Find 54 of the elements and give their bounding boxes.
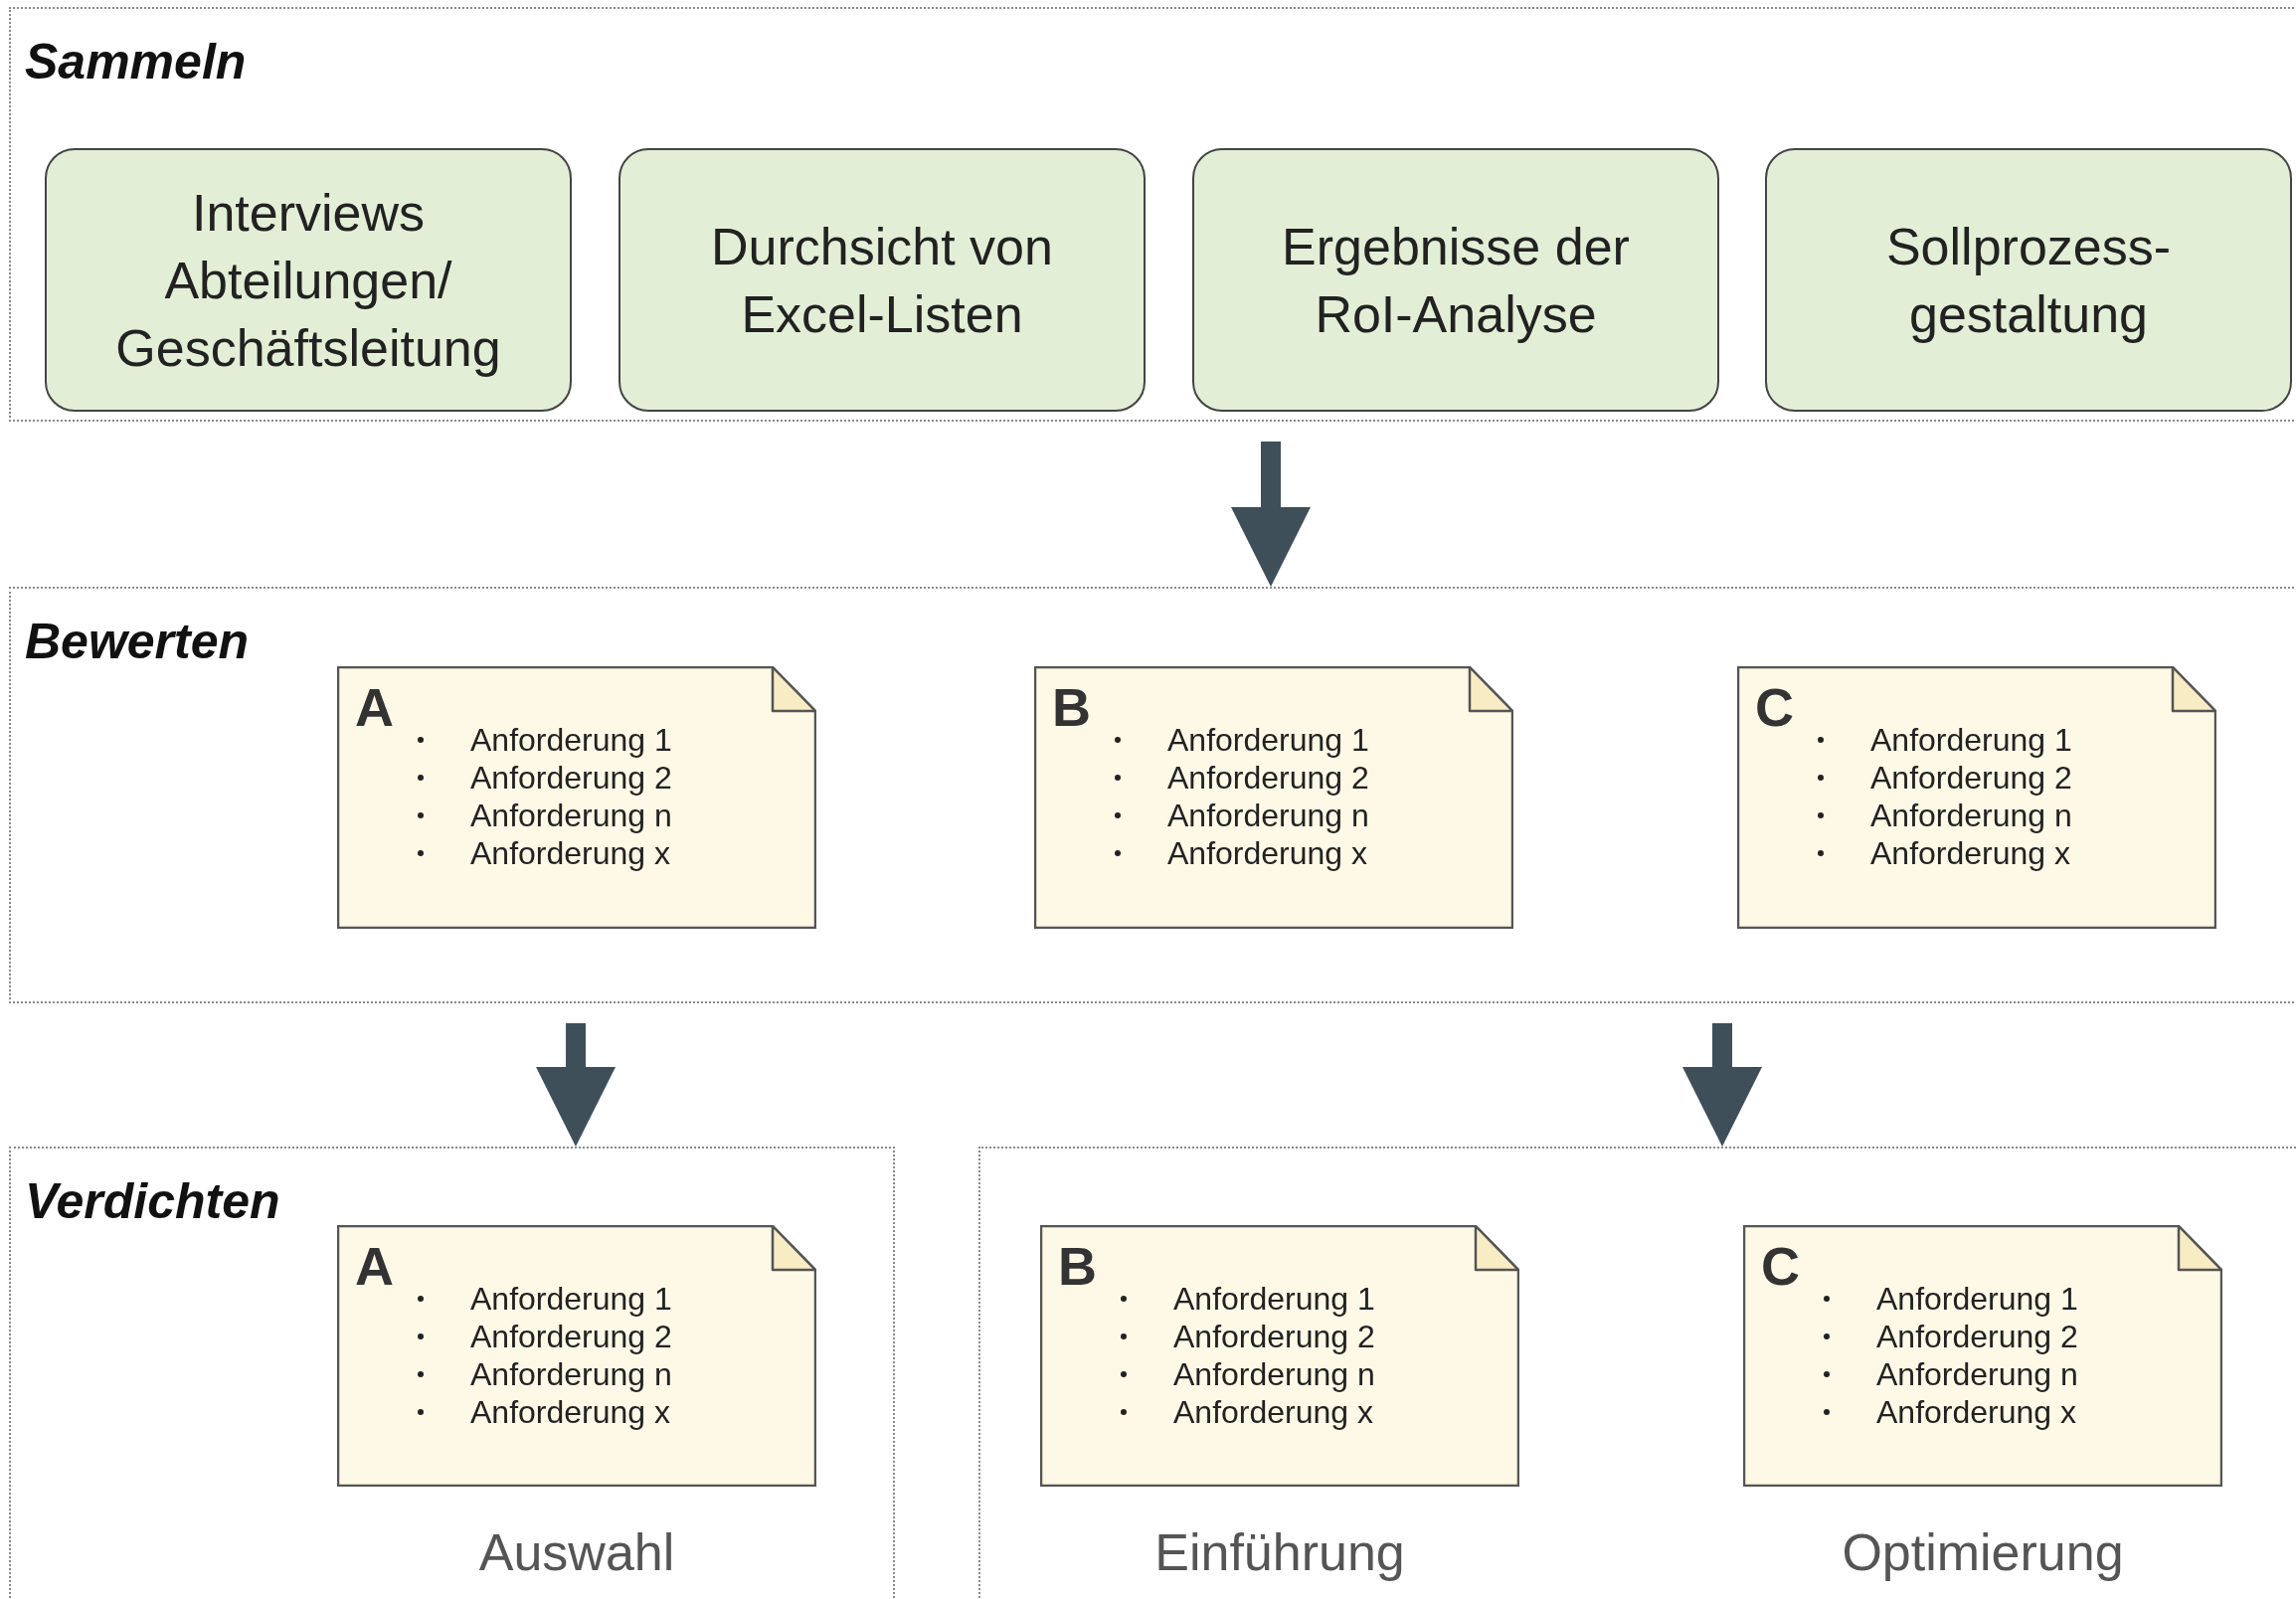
list-item: Anforderung x [1173,1393,1373,1431]
list-item: Anforderung n [1870,797,2072,834]
list-item: Anforderung 1 [470,721,672,759]
list-item: Anforderung 2 [1167,759,1369,797]
note-letter: B [1052,680,1091,734]
section-panel [978,1147,2296,1599]
note-letter: C [1755,680,1794,734]
list-item: Anforderung 2 [470,759,672,797]
list-item: Anforderung n [1173,1355,1375,1393]
section-panel [9,7,2296,422]
note-caption: Optimierung [1841,1522,2125,1582]
note-card [1034,666,1513,929]
note-letter: A [355,1239,394,1293]
list-item: Anforderung n [1876,1355,2078,1393]
process-box [1765,148,2292,412]
box-label: Interviews Abteilungen/ Geschäftsleitung [114,182,502,379]
note-card [337,666,816,929]
list-item: Anforderung x [470,1393,670,1431]
process-box [45,148,572,412]
box-label: Sollprozess-gestaltung [1884,216,2173,345]
note-letter: A [355,680,394,734]
list-item: Anforderung x [1876,1393,2076,1431]
list-item: Anforderung 2 [470,1318,672,1355]
list-item: Anforderung n [1167,797,1369,834]
process-box [1192,148,1719,412]
section-heading: Verdichten [25,1172,280,1230]
arrow [1231,442,1311,587]
box-label: Durchsicht von Excel-Listen [710,216,1054,345]
list-item: Anforderung x [470,834,670,872]
list-item: Anforderung 1 [1870,721,2072,759]
process-box [618,148,1146,412]
list-item: Anforderung x [1167,834,1367,872]
section-panel [9,1147,895,1599]
section-heading: Sammeln [25,33,247,90]
list-item: Anforderung n [470,797,672,834]
list-item: Anforderung 1 [1167,721,1369,759]
list-item: Anforderung 1 [1876,1280,2078,1318]
box-label: Ergebnisse der RoI-Analyse [1281,216,1631,345]
note-caption: Einführung [1153,1522,1406,1582]
section-panel [9,587,2296,1003]
note-caption: Auswahl [477,1522,676,1582]
arrow [536,1023,616,1147]
list-item: Anforderung 2 [1876,1318,2078,1355]
list-item: Anforderung 1 [470,1280,672,1318]
list-item: Anforderung 2 [1173,1318,1375,1355]
list-item: Anforderung 2 [1870,759,2072,797]
arrow [1682,1023,1762,1147]
note-letter: C [1761,1239,1800,1293]
note-card [1737,666,2216,929]
section-heading: Bewerten [25,613,250,670]
list-item: Anforderung 1 [1173,1280,1375,1318]
note-letter: B [1058,1239,1097,1293]
list-item: Anforderung n [470,1355,672,1393]
list-item: Anforderung x [1870,834,2070,872]
